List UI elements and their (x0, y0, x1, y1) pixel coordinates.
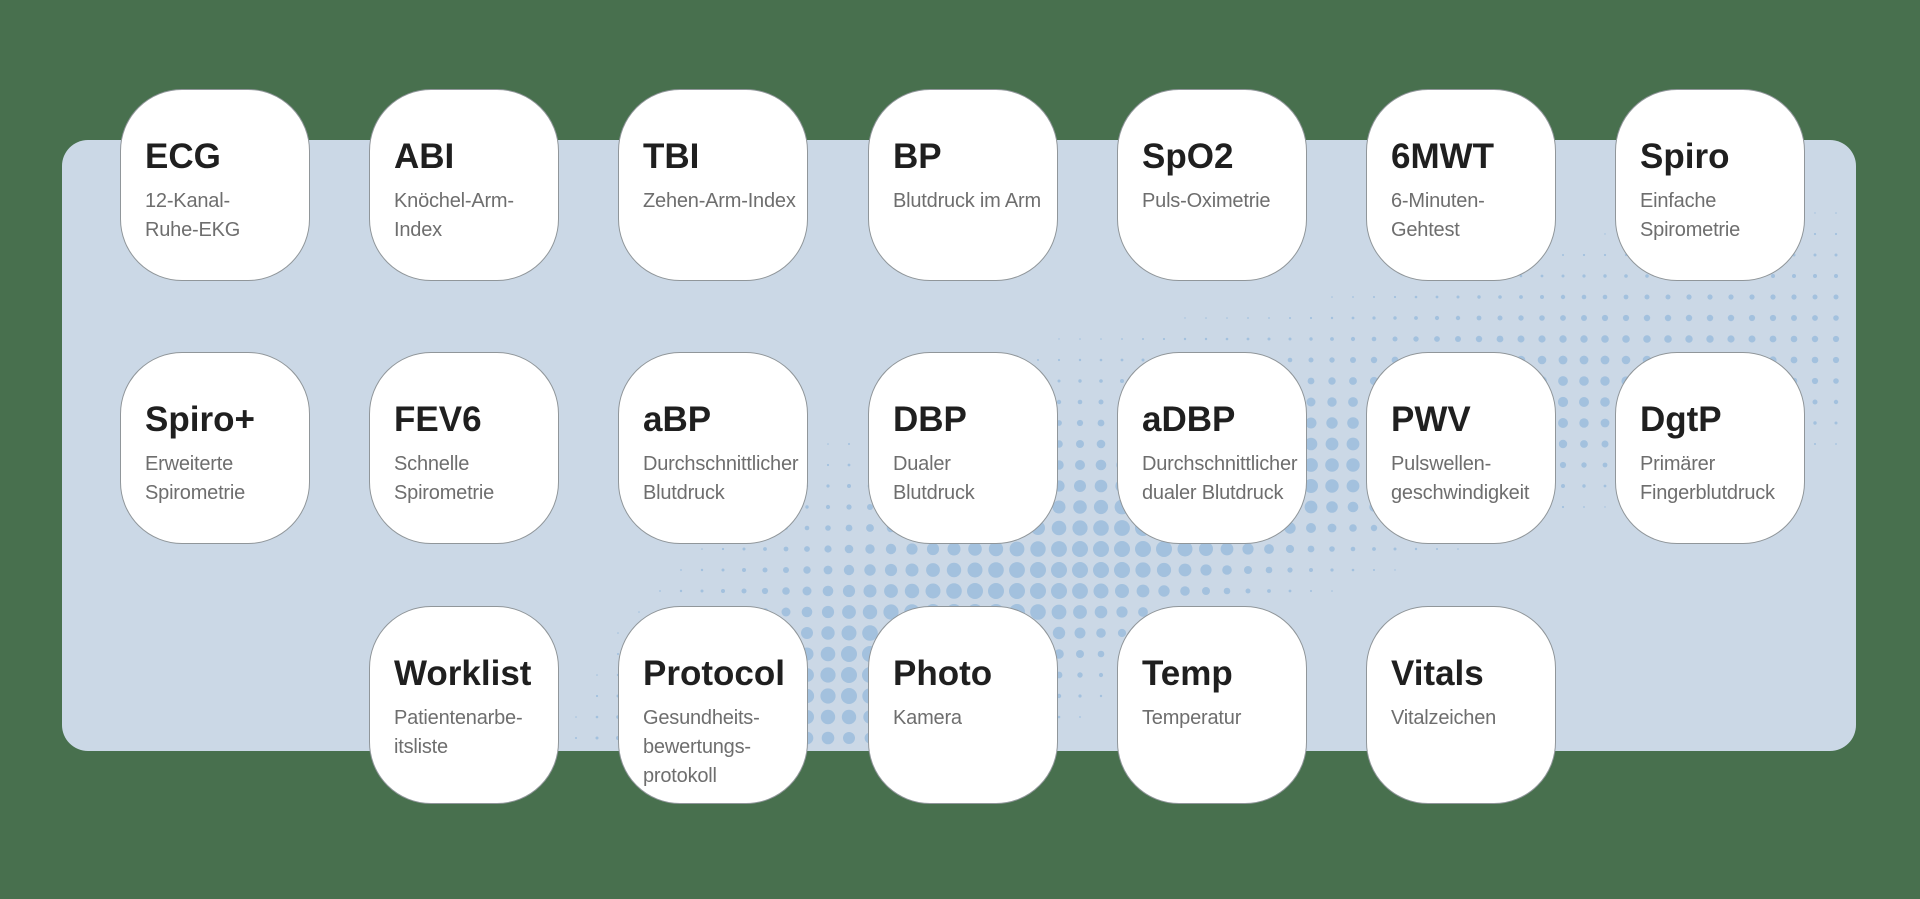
tile-title: SpO2 (1142, 137, 1234, 176)
tile-subtitle: Durchschnittlicher Blutdruck (643, 453, 799, 504)
tile-subtitle: Dualer Blutdruck (893, 453, 975, 504)
tile-title: BP (893, 137, 942, 176)
app-tile-dbp[interactable]: DBP Dualer Blutdruck (868, 352, 1058, 544)
app-tile-ecg[interactable]: ECG 12-Kanal- Ruhe-EKG (120, 89, 310, 281)
tile-title: Temp (1142, 654, 1233, 693)
app-tile-dgtp[interactable]: DgtP Primärer Fingerblutdruck (1615, 352, 1805, 544)
tile-subtitle: Blutdruck im Arm (893, 190, 1041, 212)
tile-title: FEV6 (394, 400, 482, 439)
tile-title: ABI (394, 137, 455, 176)
tile-title: 6MWT (1391, 137, 1495, 176)
tile-subtitle: Vitalzeichen (1391, 707, 1497, 729)
tile-title: DgtP (1640, 400, 1722, 439)
tile-subtitle: Temperatur (1142, 707, 1242, 729)
tile-title: aDBP (1142, 400, 1236, 439)
app-tile-6mwt[interactable]: 6MWT 6-Minuten- Gehtest (1366, 89, 1556, 281)
tile-subtitle: Pulswellen- geschwindigkeit (1391, 453, 1530, 504)
tile-subtitle: Puls-Oximetrie (1142, 190, 1271, 212)
tile-title: ECG (145, 137, 221, 176)
tile-title: Vitals (1391, 654, 1484, 693)
app-tile-photo[interactable]: Photo Kamera (868, 606, 1058, 804)
app-tile-adbp[interactable]: aDBP Durchschnittlicher dualer Blutdruck (1117, 352, 1307, 544)
tile-title: Spiro+ (145, 400, 255, 439)
tile-subtitle: Gesundheits- bewertungs- protokoll (643, 707, 760, 787)
tile-subtitle: Einfache Spirometrie (1640, 190, 1741, 241)
app-tile-spo2[interactable]: SpO2 Puls-Oximetrie (1117, 89, 1307, 281)
app-tile-pwv[interactable]: PWV Pulswellen- geschwindigkeit (1366, 352, 1556, 544)
tile-subtitle: Durchschnittlicher dualer Blutdruck (1142, 453, 1298, 504)
app-tile-worklist[interactable]: Worklist Patientenarbe- itsliste (369, 606, 559, 804)
app-tile-temp[interactable]: Temp Temperatur (1117, 606, 1307, 804)
tile-subtitle: 6-Minuten- Gehtest (1391, 190, 1485, 241)
tile-subtitle: Zehen-Arm-Index (643, 190, 796, 212)
tile-subtitle: Patientenarbe- itsliste (394, 707, 523, 758)
tile-title: Protocol (643, 654, 785, 693)
tile-title: Worklist (394, 654, 532, 693)
tile-title: DBP (893, 400, 967, 439)
app-tile-tbi[interactable]: TBI Zehen-Arm-Index (618, 89, 808, 281)
tile-subtitle: Schnelle Spirometrie (394, 453, 495, 504)
tile-title: TBI (643, 137, 700, 176)
tile-title: PWV (1391, 400, 1471, 439)
app-tile-abi[interactable]: ABI Knöchel-Arm- Index (369, 89, 559, 281)
app-tile-protocol[interactable]: Protocol Gesundheits- bewertungs- protok… (618, 606, 808, 804)
tile-title: Spiro (1640, 137, 1730, 176)
app-tile-spiro[interactable]: Spiro Einfache Spirometrie (1615, 89, 1805, 281)
app-tile-fev6[interactable]: FEV6 Schnelle Spirometrie (369, 352, 559, 544)
tile-subtitle: Knöchel-Arm- Index (394, 190, 514, 241)
tile-title: Photo (893, 654, 993, 693)
tile-title: aBP (643, 400, 712, 439)
tile-subtitle: Primärer Fingerblutdruck (1640, 453, 1775, 504)
tile-subtitle: Kamera (893, 707, 962, 729)
app-tile-spiro-plus[interactable]: Spiro+ Erweiterte Spirometrie (120, 352, 310, 544)
tile-subtitle: 12-Kanal- Ruhe-EKG (145, 190, 241, 241)
app-tile-bp[interactable]: BP Blutdruck im Arm (868, 89, 1058, 281)
tile-subtitle: Erweiterte Spirometrie (145, 453, 246, 504)
app-tile-vitals[interactable]: Vitals Vitalzeichen (1366, 606, 1556, 804)
app-tile-abp[interactable]: aBP Durchschnittlicher Blutdruck (618, 352, 808, 544)
